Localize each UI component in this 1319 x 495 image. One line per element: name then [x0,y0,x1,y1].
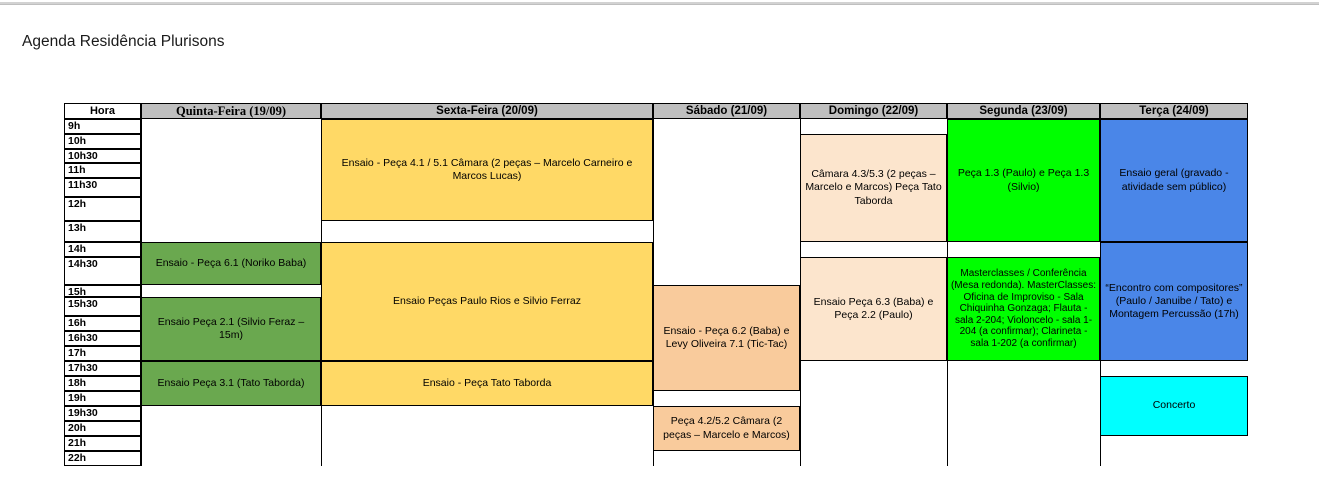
hour-cell: 10h30 [64,149,141,163]
schedule-block: Ensaio Peça 3.1 (Tato Taborda) [141,361,321,406]
schedule-block: “Encontro com compositores” (Paulo / Jan… [1100,242,1248,361]
day-header: Segunda (23/09) [947,103,1100,119]
day-column [141,119,321,466]
page-title: Agenda Residência Plurisons [22,33,225,50]
hour-cell: 22h [64,451,141,466]
hour-cell: 17h [64,346,141,361]
hour-cell: 11h [64,163,141,178]
hour-cell: 9h [64,119,141,134]
schedule-block: Ensaio Peça 6.3 (Baba) e Peça 2.2 (Paulo… [800,257,947,361]
hour-cell: 14h [64,242,141,257]
day-header: Terça (24/09) [1100,103,1248,119]
day-header: Domingo (22/09) [800,103,947,119]
schedule-block: Ensaio - Peça 6.2 (Baba) e Levy Oliveira… [653,285,800,391]
day-header: Sexta-Feira (20/09) [321,103,653,119]
hour-cell: 16h [64,316,141,331]
hour-cell: 10h [64,134,141,149]
hour-cell: 11h30 [64,178,141,197]
hour-cell: 16h30 [64,331,141,346]
hour-cell: 15h30 [64,297,141,316]
hour-cell: 19h [64,391,141,406]
schedule-block: Ensaio Peça 2.1 (Silvio Feraz –15m) [141,297,321,361]
day-header: Quinta-Feira (19/09) [141,103,321,119]
schedule-block: Peça 1.3 (Paulo) e Peça 1.3 (Silvio) [947,119,1100,242]
schedule-block: Ensaio - Peça 6.1 (Noriko Baba) [141,242,321,285]
hour-cell: 13h [64,221,141,242]
hour-cell: 15h [64,285,141,297]
hour-cell: 21h [64,436,141,451]
schedule-block: Ensaio - Peça Tato Taborda [321,361,653,406]
schedule-block: Ensaio geral (gravado - atividade sem pú… [1100,119,1248,242]
hour-cell: 19h30 [64,406,141,421]
schedule-block: Masterclasses / Conferência (Mesa redond… [947,257,1100,361]
schedule-block: Peça 4.2/5.2 Câmara (2 peças – Marcelo e… [653,406,800,451]
top-divider-rule [0,2,1319,5]
hour-cell: 12h [64,197,141,221]
hour-cell: 20h [64,421,141,436]
hour-cell: 17h30 [64,361,141,376]
schedule-block: Ensaio Peças Paulo Rios e Silvio Ferraz [321,242,653,361]
hour-column-header: Hora [64,103,141,119]
schedule-block: Ensaio - Peça 4.1 / 5.1 Câmara (2 peças … [321,119,653,221]
day-header: Sábado (21/09) [653,103,800,119]
hour-cell: 14h30 [64,257,141,285]
schedule-block: Câmara 4.3/5.3 (2 peças – Marcelo e Marc… [800,134,947,242]
schedule-block: Concerto [1100,376,1248,436]
hour-cell: 18h [64,376,141,391]
